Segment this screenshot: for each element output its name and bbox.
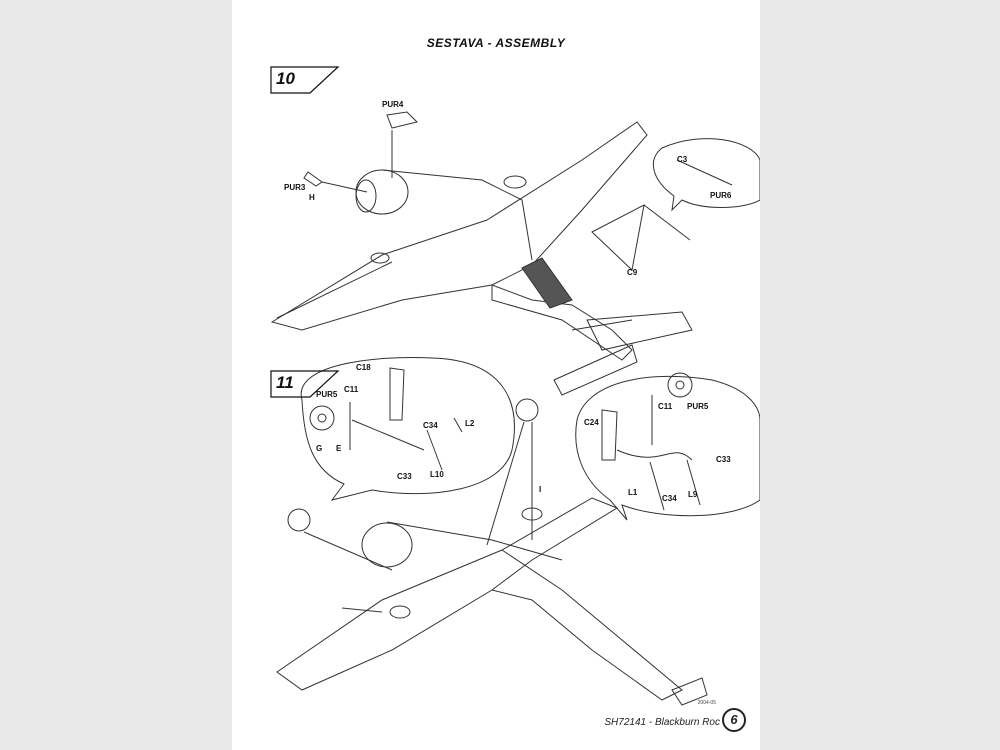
part-label-c33-right: C33 [716, 455, 731, 464]
step-11-number: 11 [276, 373, 294, 392]
page-number: 6 [722, 708, 746, 732]
part-label-c34-right: C34 [662, 494, 677, 503]
part-label-c33-left: C33 [397, 472, 412, 481]
part-label-pur3: PUR3 [284, 183, 306, 192]
part-label-l9: L9 [688, 490, 698, 499]
aircraft-top-view [270, 121, 693, 396]
step-10-number: 10 [276, 69, 295, 88]
cockpit-opening [521, 257, 573, 309]
part-label-l2: L2 [465, 419, 475, 428]
glue-code-i: I [539, 485, 542, 494]
part-label-c34-left: C34 [423, 421, 438, 430]
part-label-c11-left: C11 [344, 385, 359, 394]
part-label-c9: C9 [627, 268, 638, 277]
part-label-pur6: PUR6 [710, 191, 732, 200]
glue-code-h: H [309, 193, 315, 202]
part-label-pur5-right: PUR5 [687, 402, 709, 411]
part-label-c3: C3 [677, 155, 688, 164]
page-title: SESTAVA - ASSEMBLY [426, 36, 566, 50]
part-label-c18: C18 [356, 363, 371, 372]
part-label-pur4: PUR4 [382, 100, 404, 109]
part-label-c24: C24 [584, 418, 599, 427]
part-label-c11-right: C11 [658, 402, 673, 411]
part-label-pur5-left: PUR5 [316, 390, 338, 399]
step-11-marker: 11 [270, 370, 340, 398]
footer-kit-code: SH72141 - Blackburn Roc [604, 717, 720, 728]
aircraft-underside-view [276, 398, 708, 706]
glue-code-g: G [316, 444, 323, 453]
part-label-l1: L1 [628, 488, 638, 497]
step-10-marker: 10 [270, 66, 340, 94]
assembly-drawing [270, 111, 760, 706]
part-label-l10: L10 [430, 470, 444, 479]
footer-date: 2004-05 [697, 700, 716, 706]
instruction-sheet: SESTAVA - ASSEMBLY [232, 0, 760, 750]
glue-code-e: E [336, 444, 342, 453]
